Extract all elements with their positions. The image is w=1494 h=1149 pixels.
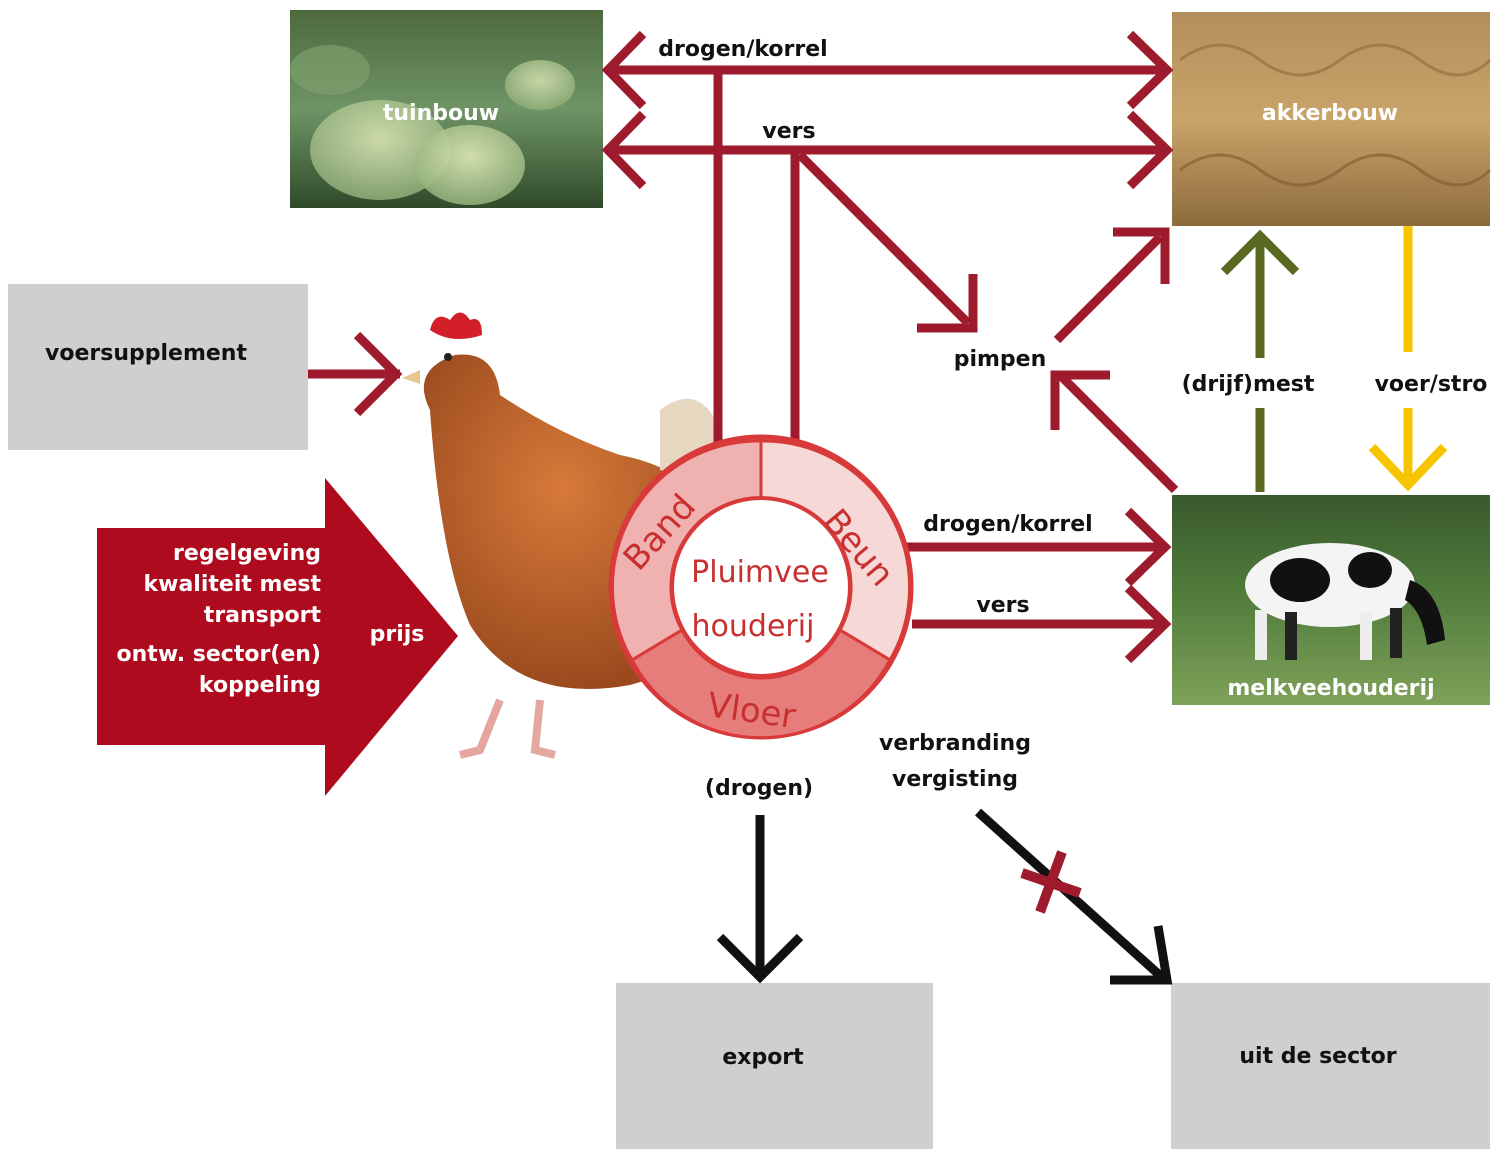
- voer-stro-arrow: [1368, 226, 1448, 492]
- factor-prijs: prijs: [370, 622, 425, 647]
- arrowhead-melkvee-pimpen: [1050, 370, 1110, 430]
- uit-de-sector-box: uit de sector: [1171, 983, 1490, 1149]
- label-top-drogen-korrel: drogen/korrel: [658, 37, 827, 62]
- label-drogen: (drogen): [705, 776, 813, 801]
- arrowhead-uit-de-sector: [1110, 925, 1173, 985]
- arrowhead-top-drogen-left: [601, 30, 647, 110]
- arrow-pimpen-akkerbouw: [1053, 233, 1164, 344]
- arrow-vers-pimpen: [796, 151, 972, 327]
- uit-de-sector-label: uit de sector: [1239, 1044, 1396, 1069]
- label-voer-stro: voer/stro: [1375, 372, 1488, 397]
- factor-regelgeving: regelgeving: [173, 541, 321, 566]
- label-verbranding: verbranding: [879, 731, 1031, 756]
- circle-label-line1: Pluimvee: [691, 555, 829, 590]
- arrowhead-mid-drogen: [1124, 507, 1172, 587]
- arrow-uit-de-sector: [974, 808, 1169, 984]
- akkerbouw-photo: akkerbouw: [1172, 12, 1492, 226]
- label-vergisting: vergisting: [892, 767, 1018, 792]
- export-label: export: [722, 1045, 804, 1070]
- factor-koppeling: koppeling: [199, 673, 321, 698]
- melkveehouderij-label: melkveehouderij: [1227, 676, 1434, 701]
- factors-arrow: regelgeving kwaliteit mest transport ont…: [97, 478, 458, 796]
- pluimveehouderij-circle: Pluimvee houderij Band Beun Vloer: [608, 434, 914, 740]
- label-mid-drogen-korrel: drogen/korrel: [923, 512, 1092, 537]
- export-box: export: [616, 983, 933, 1149]
- arrowhead-top-drogen-right: [1126, 30, 1174, 110]
- drijfmest-arrow: [1220, 229, 1300, 492]
- factor-ontw-sector: ontw. sector(en): [117, 642, 321, 667]
- label-pimpen: pimpen: [954, 347, 1047, 372]
- label-drijfmest: (drijf)mest: [1182, 372, 1315, 397]
- voersupplement-box: voersupplement: [8, 284, 308, 450]
- factor-kwaliteit-mest: kwaliteit mest: [144, 572, 322, 597]
- tuinbouw-photo: tuinbouw: [290, 10, 603, 208]
- tuinbouw-label: tuinbouw: [383, 101, 499, 126]
- arrow-melkvee-pimpen: [1056, 371, 1179, 494]
- black-flow-arrows: [716, 808, 1173, 985]
- blocked-cross: [1020, 850, 1082, 914]
- melkveehouderij-photo: melkveehouderij: [1172, 495, 1490, 705]
- arrowhead-pimpen-akkerbouw: [1113, 227, 1170, 284]
- label-mid-vers: vers: [976, 593, 1029, 618]
- arrowhead-mid-vers: [1124, 584, 1172, 664]
- label-top-vers: vers: [762, 119, 815, 144]
- voersupplement-label: voersupplement: [45, 341, 247, 366]
- arrowhead-top-vers-right: [1126, 110, 1174, 190]
- arrowhead-top-vers-left: [601, 110, 647, 190]
- akkerbouw-label: akkerbouw: [1262, 101, 1398, 126]
- arrowhead-vers-pimpen: [917, 274, 978, 333]
- arrowhead-export: [716, 933, 804, 984]
- arrowhead-voersupplement: [353, 331, 403, 417]
- factor-transport: transport: [204, 603, 322, 628]
- circle-label-line2: houderij: [692, 609, 815, 644]
- red-flow-arrows: [308, 30, 1179, 664]
